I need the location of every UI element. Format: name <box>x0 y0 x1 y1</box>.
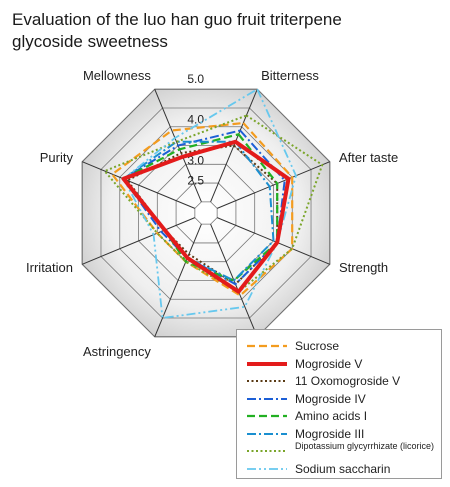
legend-label: Dipotassium glycyrrhizate (licorice) <box>295 441 435 451</box>
radar-series-mogroside-iii <box>122 140 275 282</box>
radar-series-dipotassium-glycyrrhizate-licorice <box>103 114 324 293</box>
chart-title: Evaluation of the luo han guo fruit trit… <box>12 9 442 53</box>
chart-title-line-2: glycoside sweetness <box>12 32 168 51</box>
radar-spoke <box>154 223 202 337</box>
legend-swatch <box>247 344 287 348</box>
legend-label: Sucrose <box>295 339 340 353</box>
radar-series-mogroside-v <box>121 139 291 294</box>
legend-item: Sucrose <box>237 338 443 354</box>
legend-swatch <box>247 414 287 418</box>
legend-swatch <box>247 380 287 382</box>
legend-item: Dipotassium glycyrrhizate (licorice) <box>237 441 443 459</box>
radar-series-sodium-saccharin <box>122 88 297 319</box>
legend-swatch <box>247 361 287 366</box>
axis-label-strength: Strength <box>339 260 388 275</box>
radar-spoke <box>216 161 330 209</box>
axis-label-mellowness: Mellowness <box>83 68 151 83</box>
axis-label-bitterness: Bitterness <box>261 68 319 83</box>
legend-label: Amino acids I <box>295 409 368 423</box>
radar-spoke <box>82 217 196 265</box>
axis-label-irritation: Irritation <box>26 260 73 275</box>
legend-item: 11 Oxomogroside V <box>237 373 443 389</box>
legend-swatch <box>247 450 287 452</box>
radar-center-octagon <box>194 201 218 225</box>
radar-series-11-oxomogroside-v <box>126 144 279 286</box>
legend-swatch <box>247 432 287 435</box>
radar-spoke <box>82 161 196 209</box>
legend-swatch <box>247 467 287 470</box>
axis-label-after-taste: After taste <box>339 150 398 165</box>
axis-label-purity: Purity <box>40 150 74 165</box>
legend-item: Mogroside V <box>237 356 443 372</box>
legend-item: Mogroside IV <box>237 391 443 407</box>
legend-label: 11 Oxomogroside V <box>295 374 401 388</box>
legend-label: Sodium saccharin <box>295 461 391 476</box>
legend-item: Amino acids I <box>237 408 443 424</box>
legend-swatch <box>247 397 287 400</box>
legend-item: Sodium saccharin <box>237 461 443 477</box>
legend-label: Mogroside V <box>295 356 363 371</box>
radar-tick-label: 2.5 <box>187 174 204 188</box>
axis-label-astringency: Astringency <box>83 344 151 359</box>
legend-label: Mogroside III <box>295 426 365 441</box>
chart-title-line-1: Evaluation of the luo han guo fruit trit… <box>12 10 342 29</box>
legend-item: Mogroside III <box>237 426 443 442</box>
radar-tick-label: 5.0 <box>187 72 204 86</box>
legend-label: Mogroside IV <box>295 391 366 406</box>
radar-tick-label: 4.0 <box>187 113 204 127</box>
radar-tick-label: 3.0 <box>187 153 204 167</box>
radar-series-amino-acids-i <box>122 133 279 282</box>
